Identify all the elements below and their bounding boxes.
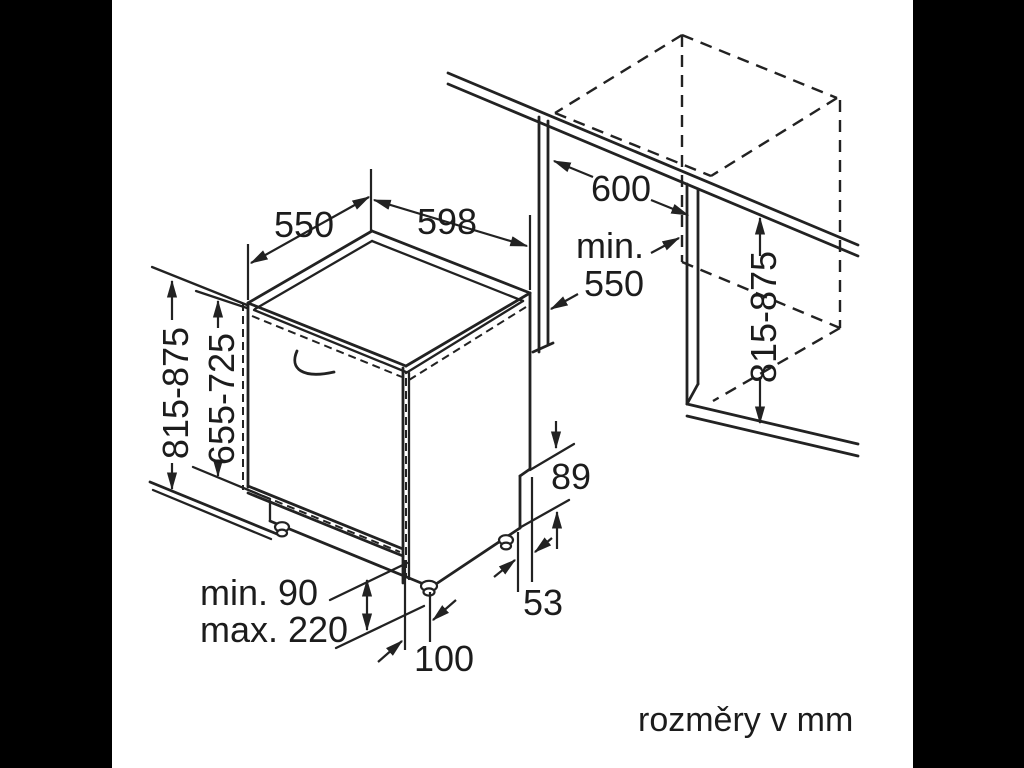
dim-label-side-offset: 53 <box>523 582 563 623</box>
dim-label-top-depth: 550 <box>274 204 334 245</box>
dim-plinth-step: 89 <box>519 421 591 549</box>
dim-height-left: 815-875 <box>155 279 196 491</box>
foot-right <box>497 534 515 551</box>
worktop-edge <box>446 71 860 258</box>
dim-label-height-right: 815-875 <box>743 251 784 383</box>
dim-worktop-depth: 600 <box>552 159 690 217</box>
right-end-panel <box>685 182 860 458</box>
units-note: rozměry v mm <box>638 701 853 739</box>
niche-side-panel <box>531 115 555 354</box>
dim-label-front-offset: 100 <box>414 638 474 679</box>
dim-label-plinth-max: max. 220 <box>200 609 348 650</box>
dim-label-niche-min-2: 550 <box>584 263 644 304</box>
floor-line-left <box>148 480 279 541</box>
foot-front <box>419 579 439 597</box>
dim-label-plinth-min: min. 90 <box>200 572 318 613</box>
dim-label-height-left: 815-875 <box>155 327 196 459</box>
dim-side-offset: 53 <box>493 477 563 623</box>
dim-label-plinth-step: 89 <box>551 456 591 497</box>
dim-plinth-range: min. 90 max. 220 <box>200 561 426 650</box>
door-handle <box>293 349 336 376</box>
left-pillar-bar <box>0 0 112 768</box>
right-pillar-bar <box>913 0 1024 768</box>
dim-front-offset: 100 <box>377 560 474 679</box>
dim-top-width: 598 <box>372 198 532 290</box>
dim-label-front-panel-height: 655-725 <box>201 333 242 465</box>
dim-front-panel-height: 655-725 <box>201 299 242 478</box>
cabinet-dashed-box <box>554 33 842 403</box>
dim-height-right: 815-875 <box>743 216 784 425</box>
dim-label-worktop-depth: 600 <box>591 168 651 209</box>
foot-left <box>273 521 291 538</box>
dim-top-depth: 550 <box>246 169 373 300</box>
dishwasher-drawing <box>242 229 532 597</box>
dim-label-niche-min-1: min. <box>576 225 644 266</box>
dim-label-top-width: 598 <box>417 201 477 242</box>
dim-niche-min: min. 550 <box>549 225 681 310</box>
